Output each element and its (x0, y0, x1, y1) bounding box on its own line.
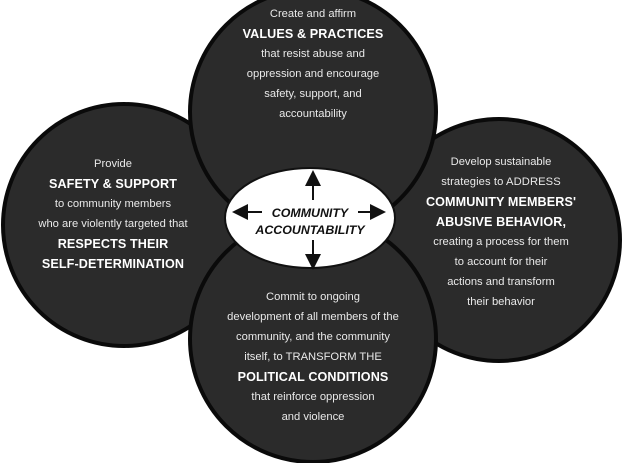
top-circle-text: Create and affirm VALUES & PRACTICES tha… (213, 6, 413, 122)
left-emphasis-3: SELF-DETERMINATION (41, 257, 185, 271)
right-pre-2: strategies to ADDRESS (441, 176, 561, 188)
bottom-post-1: that reinforce oppression (251, 391, 375, 403)
right-emphasis-1: COMMUNITY MEMBERS' (425, 195, 577, 209)
center-label-line-1: COMMUNITY (271, 206, 349, 220)
top-post-2: oppression and encourage (246, 68, 380, 80)
top-emphasis: VALUES & PRACTICES (242, 27, 384, 41)
left-emphasis-1: SAFETY & SUPPORT (48, 177, 178, 191)
right-post-2: to account for their (454, 256, 548, 268)
bottom-post-2: and violence (281, 411, 345, 423)
center-label-line-2: ACCOUNTABILITY (255, 223, 365, 237)
bottom-pre-3: community, and the community (236, 331, 390, 343)
right-pre-1: Develop sustainable (450, 156, 552, 168)
bottom-pre-4: itself, to TRANSFORM THE (244, 351, 382, 363)
right-post-3: actions and transform (447, 276, 555, 288)
center-label: COMMUNITY ACCOUNTABILITY (250, 205, 370, 239)
top-post-4: accountability (279, 108, 347, 120)
bottom-pre-2: development of all members of the (227, 311, 399, 323)
left-emphasis-2: RESPECTS THEIR (57, 237, 169, 251)
left-pre: Provide (94, 158, 132, 170)
bottom-circle-text: Commit to ongoing development of all mem… (198, 289, 428, 425)
bottom-pre-1: Commit to ongoing (266, 291, 360, 303)
right-post-1: creating a process for them (433, 236, 569, 248)
top-post-1: that resist abuse and (261, 48, 365, 60)
left-mid-1: to community members (54, 198, 172, 210)
right-post-4: their behavior (467, 296, 535, 308)
bottom-emphasis: POLITICAL CONDITIONS (237, 370, 389, 384)
right-circle-text: Develop sustainable strategies to ADDRES… (396, 154, 606, 310)
right-emphasis-2: ABUSIVE BEHAVIOR, (435, 215, 567, 229)
top-post-3: safety, support, and (264, 88, 362, 100)
left-mid-2: who are violently targeted that (38, 218, 188, 230)
left-circle-text: Provide SAFETY & SUPPORT to community me… (18, 156, 208, 272)
top-pre: Create and affirm (269, 8, 357, 20)
